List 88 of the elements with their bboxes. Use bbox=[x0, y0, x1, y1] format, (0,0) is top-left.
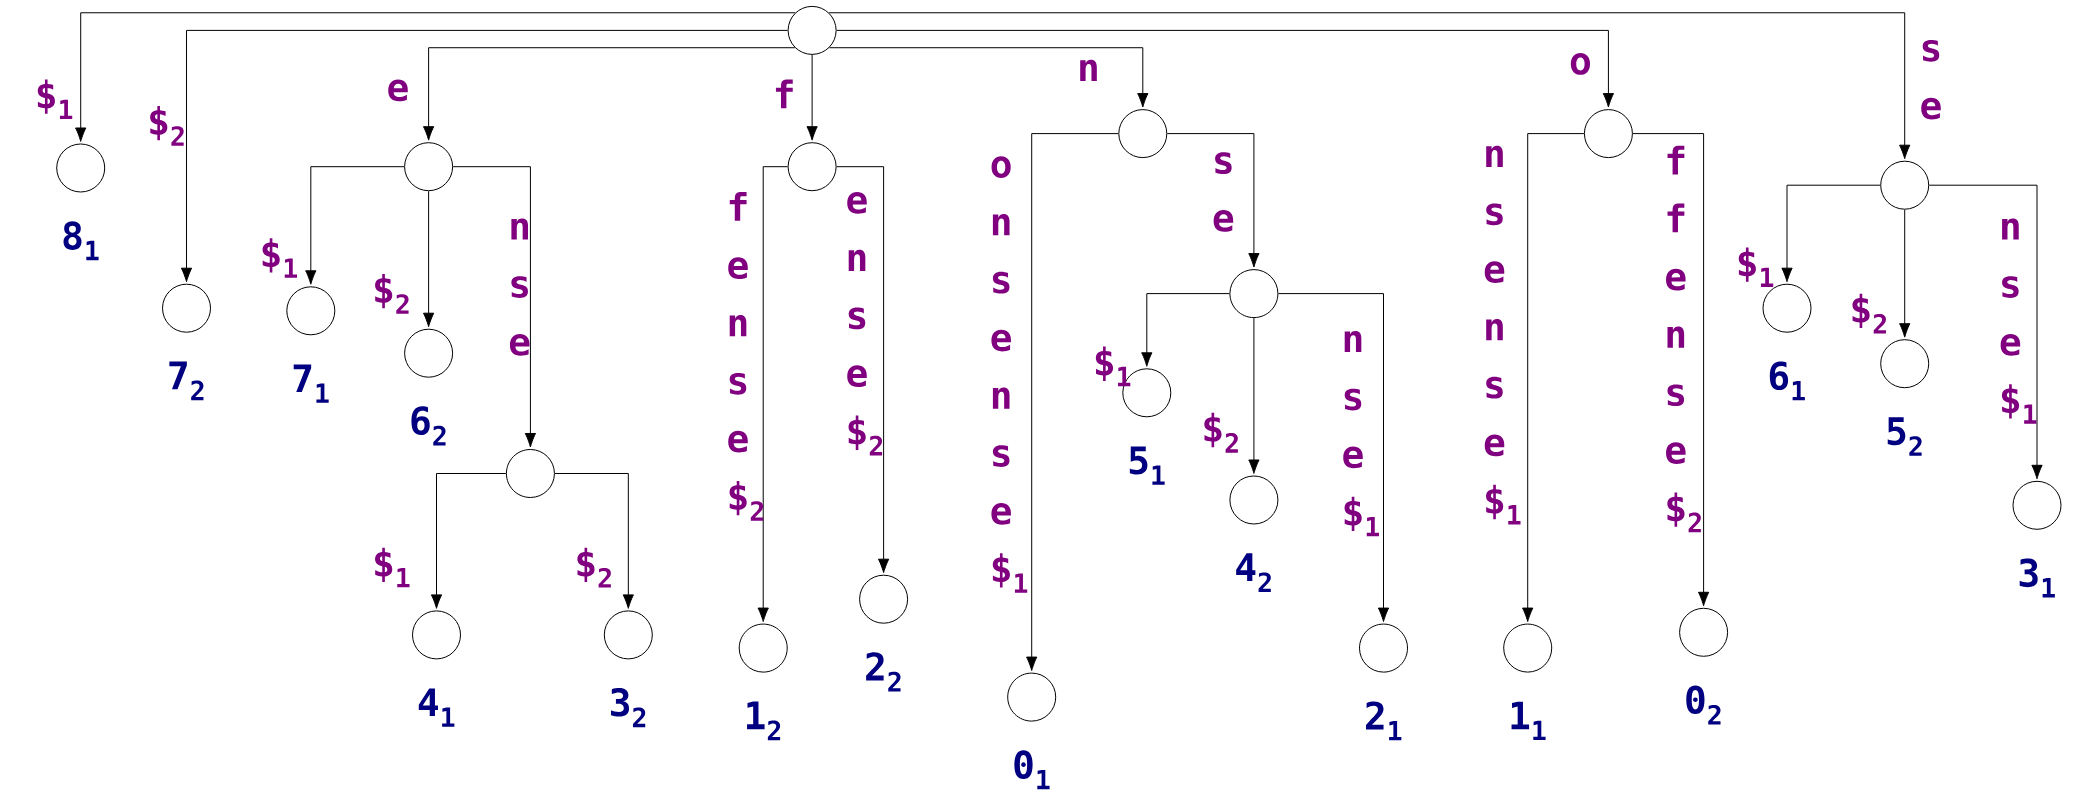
tree-node bbox=[1880, 339, 1930, 389]
leaf-label: 5$_{2}$ bbox=[1887, 417, 1922, 456]
edge-label: $$_{2}$ bbox=[375, 273, 409, 314]
arrow bbox=[836, 29, 1615, 108]
tree-node bbox=[1359, 623, 1408, 673]
tree-node bbox=[2012, 480, 2062, 530]
arrow bbox=[423, 190, 435, 328]
edge-label: e bbox=[388, 79, 408, 102]
arrow bbox=[1166, 133, 1260, 268]
edge-label: ense$$_{2}$ bbox=[847, 192, 883, 456]
edge-label: $$_{2}$ bbox=[1852, 293, 1886, 334]
tree-node bbox=[1583, 109, 1633, 159]
arrow bbox=[836, 166, 890, 574]
edge-label: $$_{2}$ bbox=[150, 105, 184, 146]
tree-node bbox=[1118, 109, 1168, 159]
arrow bbox=[1632, 133, 1710, 607]
arrow bbox=[180, 29, 789, 283]
tree-node bbox=[162, 283, 211, 333]
leaf-label: 1$_{1}$ bbox=[1511, 701, 1546, 741]
arrow bbox=[828, 47, 1149, 108]
arrow bbox=[1277, 293, 1390, 623]
tree-node bbox=[286, 286, 336, 336]
tree-node bbox=[1229, 269, 1279, 319]
edge-label: n bbox=[1080, 59, 1097, 81]
edge-label: $$_{1}$ bbox=[1738, 247, 1774, 287]
edge-label: se bbox=[1921, 39, 1941, 120]
tree-node bbox=[738, 623, 788, 673]
leaf-label: 4$_{1}$ bbox=[418, 688, 455, 727]
edge-label: se bbox=[1213, 152, 1234, 232]
leaf-label: 3$_{2}$ bbox=[611, 688, 646, 728]
arrow bbox=[554, 473, 634, 609]
leaf-label: 6$_{1}$ bbox=[1769, 361, 1805, 401]
leaf-label: 1$_{2}$ bbox=[747, 701, 781, 741]
leaf-label: 8$_{1}$ bbox=[63, 221, 99, 261]
edge-label: fense$$_{2}$ bbox=[728, 192, 764, 521]
arrow bbox=[757, 166, 789, 623]
arrow bbox=[430, 473, 507, 609]
edge-label: $$_{2}$ bbox=[577, 547, 611, 588]
leaf-label: 2$_{1}$ bbox=[1366, 701, 1402, 741]
tree-node bbox=[787, 5, 837, 55]
tree-node bbox=[1880, 160, 1930, 210]
leaf-label: 2$_{2}$ bbox=[866, 652, 901, 692]
edge-label: $$_{1}$ bbox=[262, 238, 297, 278]
arrow bbox=[1928, 184, 2043, 480]
edge-label: $$_{2}$ bbox=[1204, 412, 1238, 453]
arrow bbox=[305, 166, 405, 285]
arrow bbox=[806, 54, 818, 141]
arrow bbox=[1899, 209, 1911, 338]
tree-node bbox=[505, 449, 555, 498]
leaf-label: 5$_{1}$ bbox=[1129, 446, 1165, 485]
edge-label: nse$$_{1}$ bbox=[1343, 330, 1379, 537]
leaf-label: 6$_{2}$ bbox=[411, 406, 446, 446]
arrow bbox=[1522, 133, 1585, 623]
leaf-label: 7$_{1}$ bbox=[293, 364, 329, 403]
tree-node bbox=[603, 610, 653, 660]
tree-node bbox=[56, 143, 106, 193]
tree-node bbox=[404, 328, 454, 378]
edge-label: nse bbox=[509, 218, 530, 356]
leaf-label: 0$_{2}$ bbox=[1686, 685, 1721, 725]
arrow bbox=[1026, 133, 1119, 672]
edge-label: o bbox=[1570, 53, 1590, 75]
leaf-label: 4$_{2}$ bbox=[1236, 553, 1271, 593]
edge-label: nsense$$_{1}$ bbox=[1484, 145, 1521, 525]
leaf-label: 7$_{2}$ bbox=[169, 361, 204, 401]
leaf-label: 0$_{1}$ bbox=[1014, 750, 1050, 790]
arrow bbox=[828, 12, 1911, 160]
arrow bbox=[75, 12, 796, 142]
arrow bbox=[1141, 293, 1230, 367]
edge-label: f bbox=[775, 79, 793, 109]
tree-node bbox=[404, 142, 454, 192]
edge-label: $$_{1}$ bbox=[1095, 346, 1131, 387]
tree-node bbox=[412, 610, 461, 660]
edge-label: nse$$_{1}$ bbox=[2000, 218, 2037, 424]
edge-label: $$_{1}$ bbox=[375, 547, 410, 588]
tree-node bbox=[1007, 672, 1057, 722]
tree-node bbox=[1503, 623, 1553, 673]
edge-label: onsense$$_{1}$ bbox=[991, 156, 1028, 593]
arrow bbox=[1781, 184, 1881, 283]
arrow bbox=[1248, 317, 1260, 474]
arrow bbox=[452, 166, 537, 448]
tree-node bbox=[1679, 607, 1729, 657]
tree-node bbox=[1229, 475, 1279, 525]
leaf-label: 3$_{1}$ bbox=[2019, 558, 2055, 598]
edge-label: ffense$$_{2}$ bbox=[1666, 145, 1701, 533]
tree-node bbox=[787, 142, 837, 192]
arrow bbox=[423, 47, 796, 141]
edge-label: $$_{1}$ bbox=[37, 79, 73, 120]
tree-node bbox=[859, 574, 909, 624]
